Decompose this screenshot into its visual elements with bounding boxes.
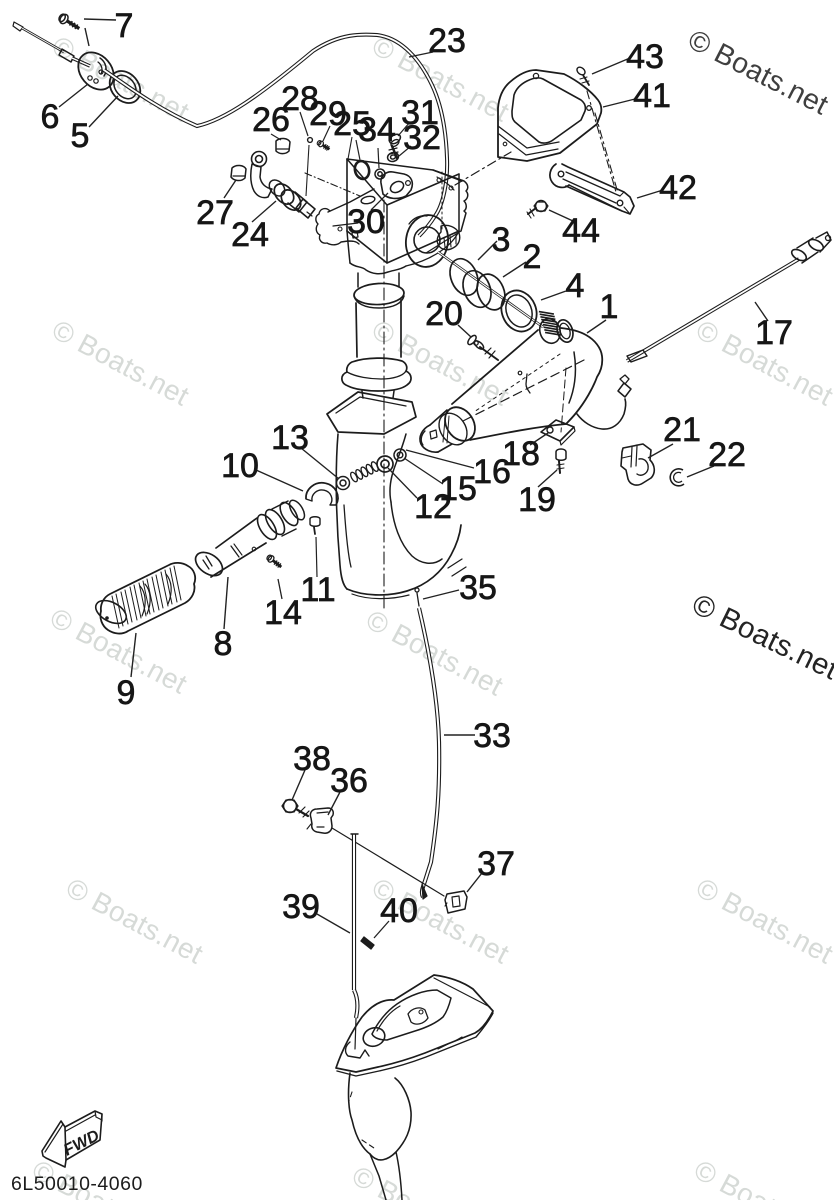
svg-text:18: 18 — [502, 435, 540, 473]
svg-text:34: 34 — [358, 111, 396, 149]
svg-text:7: 7 — [115, 7, 134, 45]
svg-text:17: 17 — [755, 314, 793, 352]
svg-text:6L50010-4060: 6L50010-4060 — [11, 1173, 143, 1195]
svg-text:43: 43 — [626, 38, 664, 76]
svg-text:2: 2 — [523, 238, 542, 276]
svg-text:9: 9 — [117, 674, 136, 712]
svg-text:40: 40 — [380, 892, 418, 930]
svg-text:19: 19 — [518, 481, 556, 519]
svg-text:44: 44 — [562, 212, 600, 250]
svg-text:14: 14 — [264, 594, 302, 632]
svg-text:37: 37 — [477, 845, 515, 883]
svg-text:4: 4 — [566, 267, 585, 305]
svg-text:21: 21 — [663, 411, 701, 449]
svg-text:29: 29 — [309, 95, 347, 133]
svg-text:3: 3 — [492, 221, 511, 259]
svg-text:42: 42 — [659, 169, 697, 207]
svg-text:32: 32 — [403, 119, 441, 157]
svg-text:33: 33 — [473, 717, 511, 755]
svg-text:35: 35 — [459, 569, 497, 607]
svg-text:26: 26 — [252, 101, 290, 139]
svg-text:38: 38 — [293, 740, 331, 778]
svg-text:11: 11 — [300, 571, 335, 609]
svg-text:30: 30 — [347, 203, 385, 241]
svg-text:5: 5 — [71, 117, 90, 155]
svg-text:16: 16 — [473, 453, 511, 491]
svg-text:28: 28 — [281, 80, 319, 118]
svg-text:15: 15 — [439, 470, 477, 508]
svg-text:8: 8 — [214, 625, 233, 663]
svg-text:36: 36 — [330, 762, 368, 800]
svg-text:10: 10 — [221, 447, 259, 485]
svg-text:31: 31 — [401, 94, 439, 132]
svg-text:22: 22 — [708, 436, 746, 474]
svg-text:41: 41 — [633, 77, 671, 115]
svg-text:6: 6 — [41, 98, 60, 136]
svg-text:13: 13 — [271, 419, 309, 457]
svg-text:23: 23 — [428, 22, 466, 60]
svg-text:25: 25 — [333, 105, 371, 143]
svg-text:27: 27 — [196, 194, 234, 232]
svg-text:1: 1 — [600, 288, 619, 326]
svg-text:20: 20 — [425, 295, 463, 333]
svg-text:39: 39 — [282, 888, 320, 926]
svg-text:24: 24 — [231, 216, 269, 254]
svg-text:12: 12 — [414, 488, 452, 526]
